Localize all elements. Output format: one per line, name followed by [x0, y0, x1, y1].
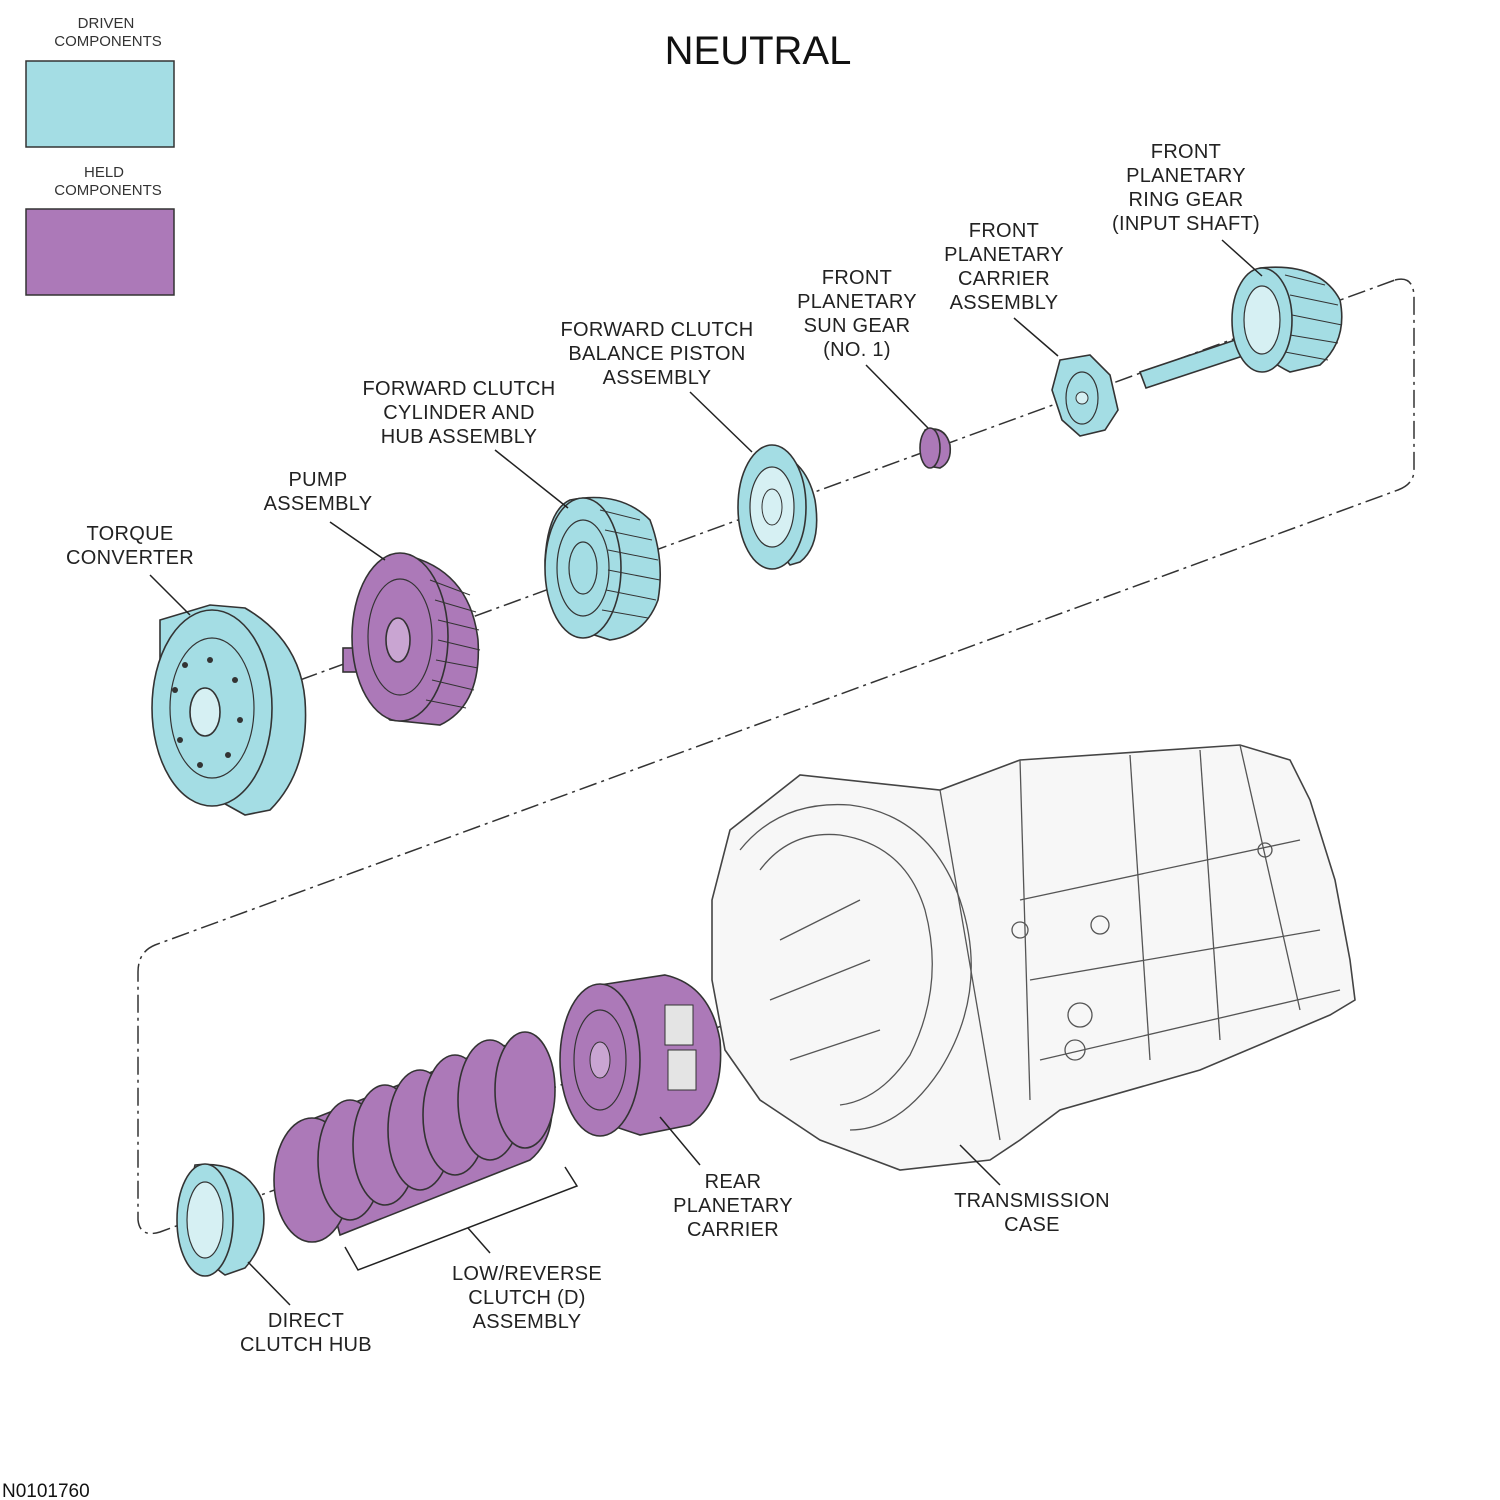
- label-line: FORWARD CLUTCH: [362, 378, 555, 400]
- legend-held: HELD COMPONENTS: [25, 164, 175, 296]
- legend-held-label-1: HELD: [84, 164, 124, 181]
- label-line: CLUTCH (D): [468, 1287, 585, 1309]
- label-line: ASSEMBLY: [264, 493, 373, 515]
- legend-driven-label-1: DRIVEN: [78, 15, 135, 32]
- label-line: CYLINDER AND: [383, 402, 534, 424]
- label-line: FORWARD CLUTCH: [560, 319, 753, 341]
- label-line: SUN GEAR: [804, 315, 911, 337]
- label-line: CLUTCH HUB: [240, 1334, 372, 1356]
- label-line: FRONT: [822, 267, 892, 289]
- assembly-axis: [137, 278, 1415, 1235]
- legend-held-swatch: [25, 208, 175, 296]
- forward-clutch-balance-piston: [737, 444, 818, 570]
- front-carrier: [1051, 354, 1119, 437]
- label-line: PLANETARY: [797, 291, 917, 313]
- label-line: TRANSMISSION: [954, 1190, 1110, 1212]
- label-line: CARRIER: [687, 1219, 779, 1241]
- diagram-title: NEUTRAL: [665, 29, 852, 73]
- transmission-case: [711, 744, 1356, 1171]
- label-line: DIRECT: [268, 1310, 344, 1332]
- rear-planetary-carrier: [559, 974, 722, 1137]
- label-line: CONVERTER: [66, 547, 194, 569]
- legend-driven: DRIVEN COMPONENTS: [25, 15, 175, 148]
- low-reverse-clutch: [273, 1031, 556, 1243]
- leader-lines: [149, 239, 1263, 1306]
- label-line: PUMP: [289, 469, 348, 491]
- legend-driven-label-2: COMPONENTS: [54, 33, 162, 50]
- label-line: FRONT: [969, 220, 1039, 242]
- label-line: CASE: [1004, 1214, 1060, 1236]
- label-line: TORQUE: [87, 523, 174, 545]
- legend-held-label-2: COMPONENTS: [54, 182, 162, 199]
- label-line: PLANETARY: [1126, 165, 1246, 187]
- label-line: REAR: [705, 1171, 762, 1193]
- label-line: HUB ASSEMBLY: [381, 426, 538, 448]
- legend-driven-swatch: [25, 60, 175, 148]
- label-line: (INPUT SHAFT): [1112, 213, 1260, 235]
- figure-code: N0101760: [2, 1481, 90, 1500]
- label-line: ASSEMBLY: [950, 292, 1059, 314]
- label-line: RING GEAR: [1129, 189, 1244, 211]
- direct-clutch-hub: [176, 1163, 265, 1277]
- forward-clutch-cylinder: [544, 496, 662, 641]
- label-line: CARRIER: [958, 268, 1050, 290]
- front-ring-gear: [1138, 266, 1343, 390]
- label-line: FRONT: [1151, 141, 1221, 163]
- label-line: (NO. 1): [823, 339, 891, 361]
- label-line: PLANETARY: [673, 1195, 793, 1217]
- label-line: ASSEMBLY: [473, 1311, 582, 1333]
- torque-converter: [151, 604, 307, 816]
- label-line: ASSEMBLY: [603, 367, 712, 389]
- label-line: BALANCE PISTON: [568, 343, 745, 365]
- label-line: PLANETARY: [944, 244, 1064, 266]
- pump-assembly: [342, 552, 481, 726]
- front-sun-gear: [919, 427, 952, 469]
- label-line: LOW/REVERSE: [452, 1263, 602, 1285]
